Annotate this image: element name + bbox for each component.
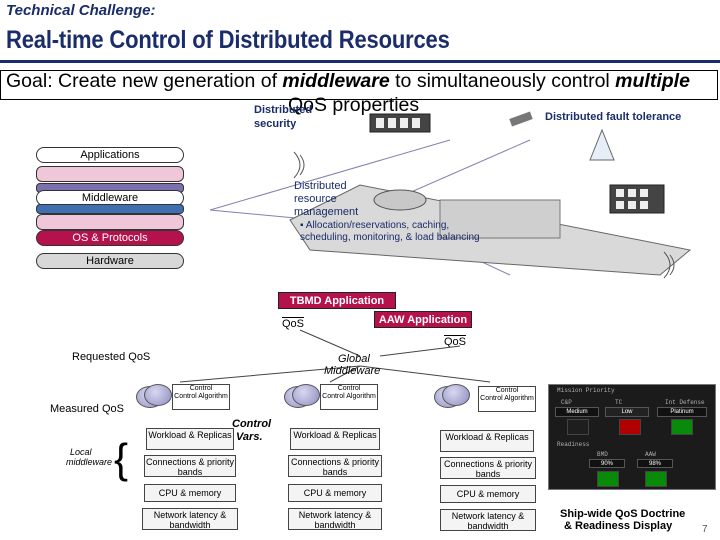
title-underline bbox=[0, 60, 720, 63]
control-small-label: Control bbox=[495, 387, 519, 394]
control-algorithm-label: Control Algorithm bbox=[480, 395, 534, 402]
satellite-icon bbox=[509, 111, 615, 161]
cpu-card: CPU & memory bbox=[440, 485, 536, 503]
goal-line-2: QoS properties bbox=[288, 94, 420, 116]
ship-deck-icon bbox=[289, 184, 692, 276]
goal-text-middleware: middleware bbox=[282, 70, 390, 92]
stack-layer-pink-2 bbox=[36, 214, 184, 230]
cpu-card: CPU & memory bbox=[288, 484, 382, 502]
control-node-icon bbox=[442, 384, 470, 406]
page-number: 7 bbox=[702, 524, 708, 535]
priority-c2-value[interactable]: Low bbox=[605, 407, 649, 417]
readiness-r1-label: BMD bbox=[597, 451, 608, 458]
control-algorithm-label: Control Algorithm bbox=[322, 393, 376, 400]
fault-tolerance-label: Distributed fault tolerance bbox=[545, 111, 682, 123]
connections-card: Connections & priority bands bbox=[288, 455, 382, 477]
network-card: Network latency & bandwidth bbox=[440, 509, 536, 531]
network-card: Network latency & bandwidth bbox=[142, 508, 238, 530]
global-mw-label-1: Global bbox=[338, 353, 370, 365]
priority-c1-gauge bbox=[567, 419, 589, 435]
stack-layer-pink-1 bbox=[36, 166, 184, 182]
readiness-r2-value: 98% bbox=[637, 459, 673, 468]
drm-label-1: Distributed bbox=[294, 180, 347, 192]
readiness-r1-value: 90% bbox=[589, 459, 625, 468]
panel-caption-1: Ship-wide QoS Doctrine bbox=[560, 508, 686, 520]
qos-doctrine-panel: Mission Priority C&P TC Int Defense Medi… bbox=[548, 384, 716, 490]
control-algorithm-label: Control Algorithm bbox=[174, 393, 228, 400]
priority-c1-value[interactable]: Medium bbox=[555, 407, 599, 417]
priority-c3-gauge bbox=[671, 419, 693, 435]
slide-title: Real-time Control of Distributed Resourc… bbox=[6, 26, 450, 54]
server-rack-icon bbox=[609, 184, 665, 214]
cpu-card: CPU & memory bbox=[144, 484, 236, 502]
readiness-header: Readiness bbox=[557, 441, 590, 448]
measured-qos-label: Measured QoS bbox=[50, 403, 124, 415]
control-node-icon bbox=[144, 384, 172, 406]
section-kicker: Technical Challenge: bbox=[6, 2, 156, 19]
bullet-glyph: ▪ bbox=[300, 220, 306, 231]
control-small-label: Control bbox=[337, 385, 361, 392]
readiness-r1-gauge bbox=[597, 471, 619, 487]
goal-text-multiple: multiple bbox=[615, 70, 690, 92]
priority-c3-value[interactable]: Platinum bbox=[657, 407, 707, 417]
control-node-icon bbox=[292, 384, 320, 406]
drm-bullet-text: Allocation/reservations, caching, schedu… bbox=[300, 220, 480, 243]
priority-c2-gauge bbox=[619, 419, 641, 435]
goal-text-a: Goal: Create new generation of bbox=[6, 70, 283, 92]
stack-applications: Applications bbox=[36, 147, 184, 163]
server-rack-icon bbox=[369, 113, 431, 133]
workload-card: Workload & Replicas bbox=[146, 428, 234, 450]
aaw-application: AAW Application bbox=[374, 311, 472, 328]
goal-line-1: Goal: Create new generation of middlewar… bbox=[6, 70, 690, 93]
drm-bullet: ▪ Allocation/reservations, caching, sche… bbox=[300, 220, 500, 244]
stack-hardware: Hardware bbox=[36, 253, 184, 269]
qos-left-label: QoS bbox=[282, 317, 305, 330]
network-diagram bbox=[209, 111, 692, 279]
antenna-icon bbox=[293, 151, 675, 279]
control-vars-label-2: Vars. bbox=[236, 431, 263, 443]
workload-card: Workload & Replicas bbox=[290, 428, 380, 450]
distributed-security-label-1: Distributed bbox=[254, 104, 313, 116]
network-card: Network latency & bandwidth bbox=[288, 508, 382, 530]
panel-caption-2: & Readiness Display bbox=[564, 520, 673, 532]
drm-label-3: management bbox=[294, 206, 359, 218]
stack-middleware: Middleware bbox=[36, 190, 184, 206]
readiness-r2-label: AAW bbox=[645, 451, 656, 458]
priority-c2-label: TC bbox=[615, 399, 623, 406]
stack-os: OS & Protocols bbox=[36, 230, 184, 246]
control-algorithm-box: Control Control Algorithm bbox=[320, 384, 378, 410]
requested-qos-label: Requested QoS bbox=[72, 351, 151, 363]
connections-card: Connections & priority bands bbox=[440, 457, 536, 479]
connections-card: Connections & priority bands bbox=[144, 455, 236, 477]
global-mw-label-2: Middleware bbox=[324, 365, 381, 377]
control-lines bbox=[179, 329, 491, 383]
distributed-security-label-2: security bbox=[254, 118, 297, 130]
control-algorithm-box: Control Control Algorithm bbox=[172, 384, 230, 410]
local-mw-label-2: middleware bbox=[66, 457, 113, 467]
readiness-r2-gauge bbox=[645, 471, 667, 487]
priority-c3-label: Int Defense bbox=[665, 399, 705, 406]
goal-text-c: to simultaneously control bbox=[389, 70, 616, 92]
goal-box bbox=[0, 70, 718, 100]
drm-label-2: resource bbox=[294, 193, 337, 205]
control-vars-label-1: Control bbox=[232, 418, 272, 430]
qos-right-label: QoS bbox=[444, 335, 467, 348]
mission-priority-header: Mission Priority bbox=[557, 387, 615, 394]
local-mw-brace: { bbox=[114, 435, 129, 482]
local-mw-label-1: Local bbox=[70, 447, 92, 457]
control-small-label: Control bbox=[189, 385, 213, 392]
control-algorithm-box: Control Control Algorithm bbox=[478, 386, 536, 412]
stack-layer-blue bbox=[36, 204, 184, 214]
tbmd-application: TBMD Application bbox=[278, 292, 396, 309]
workload-card: Workload & Replicas bbox=[440, 430, 534, 452]
priority-c1-label: C&P bbox=[561, 399, 572, 406]
